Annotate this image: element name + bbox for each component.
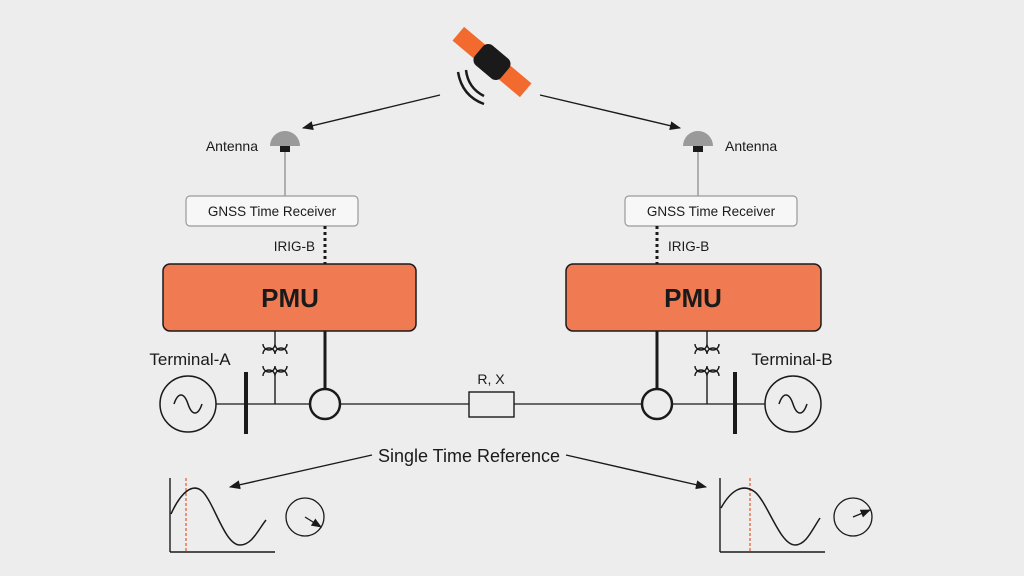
irig-label-right: IRIG-B [668,239,709,254]
terminal-b-label: Terminal-B [751,350,832,369]
sine-waveform-plot-left [169,478,275,553]
antenna-label-right: Antenna [725,138,777,154]
signal-arrow-left [301,94,441,130]
current-transformer-icon-right [640,387,674,421]
phasor-dial-icon-right [833,497,873,537]
ac-source-icon-right [764,375,822,433]
phasor-dial-icon-left [285,497,325,537]
pmu-box-left [162,263,417,332]
line-impedance-box [468,391,515,418]
gnss-receiver-label-right: GNSS Time Receiver [647,204,776,219]
time-ref-arrow-left [228,454,373,490]
potential-transformer-icon-left [262,331,288,404]
pmu-label-right: PMU [664,283,722,313]
antenna-icon [270,131,300,196]
time-ref-arrow-right [565,454,708,490]
satellite-icon [452,26,532,106]
potential-transformer-icon-right [694,331,720,404]
pmu-label-left: PMU [261,283,319,313]
gnss-receiver-left [185,195,359,227]
antenna-label-left: Antenna [206,138,258,154]
terminal-a-label: Terminal-A [149,350,231,369]
ac-source-icon-left [159,375,217,433]
gnss-receiver-right [624,195,798,227]
signal-arrow-right [539,94,682,131]
sine-waveform-plot-right [719,478,825,553]
irig-label-left: IRIG-B [274,239,315,254]
pmu-box-right [565,263,822,332]
current-transformer-icon-left [308,387,342,421]
time-reference-label: Single Time Reference [378,446,560,466]
antenna-icon [683,131,713,196]
line-impedance-label: R, X [477,371,505,387]
gnss-receiver-label-left: GNSS Time Receiver [208,204,337,219]
